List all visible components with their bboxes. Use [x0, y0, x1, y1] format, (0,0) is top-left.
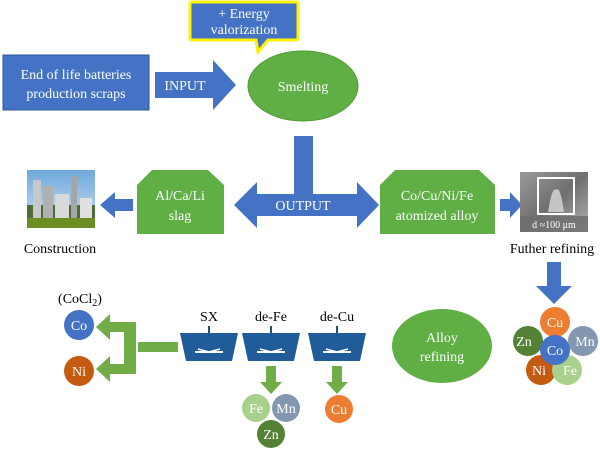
alloy-box: Co/Cu/Ni/Fe atomized alloy	[380, 170, 495, 234]
cluster-ni-label: Ni	[532, 364, 546, 379]
defe-fe-circle	[242, 394, 270, 422]
alloy-refining-line1: Alloy	[426, 331, 458, 346]
cluster-co-circle	[540, 335, 570, 365]
tank-sx-label: SX	[200, 310, 218, 325]
slag-line2: slag	[169, 209, 192, 224]
cocl2-subscript: 2	[92, 298, 97, 309]
arrow-to-construction	[100, 192, 133, 218]
tank-defe-label: de-Fe	[255, 310, 287, 325]
input-arrow: INPUT	[155, 60, 236, 110]
cocl2-text: (CoCl	[58, 292, 92, 307]
arrow-to-sem	[500, 192, 522, 218]
further-refining-label: Futher refining	[510, 242, 594, 257]
construction-label: Construction	[24, 242, 96, 257]
output-arrow: OUTPUT	[234, 136, 379, 228]
alloy-refining-line2: refining	[420, 350, 464, 365]
cluster-co-label: Co	[547, 344, 563, 359]
sx-ni-circle	[64, 356, 94, 386]
cluster-mn-label: Mn	[575, 335, 594, 350]
defe-down-arrow	[260, 366, 282, 394]
tank-sx	[180, 326, 238, 361]
callout-line1: + Energy	[218, 7, 270, 22]
arrow-to-cluster	[536, 262, 572, 304]
cluster-cu-circle	[540, 307, 570, 337]
tank-defe	[242, 326, 300, 361]
defe-mn-label: Mn	[276, 402, 295, 417]
smelting-label: Smelting	[278, 80, 329, 95]
defe-mn-circle	[272, 394, 300, 422]
decu-cu-label: Cu	[331, 403, 347, 418]
decu-cu-circle	[325, 395, 353, 423]
alloy-refining-node: Alloy refining	[392, 309, 492, 383]
energy-callout: + Energy valorization	[188, 0, 300, 56]
cocl2-close: )	[97, 292, 102, 307]
cluster-zn-label: Zn	[516, 335, 532, 350]
alloy-line2: atomized alloy	[396, 209, 479, 224]
input-box-line1: End of life batteries	[21, 68, 132, 83]
cluster-mn-circle	[568, 326, 598, 356]
smelting-node: Smelting	[247, 50, 359, 122]
cluster-fe-label: Fe	[563, 364, 577, 379]
defe-zn-label: Zn	[263, 428, 279, 443]
input-box: End of life batteries production scraps	[2, 54, 150, 111]
cluster-cu-label: Cu	[547, 316, 563, 331]
sx-bracket-arrows	[96, 314, 178, 382]
sem-scale-label: d ≈100 μm	[532, 220, 576, 231]
defe-zn-circle	[257, 420, 285, 448]
tank-decu-label: de-Cu	[320, 310, 354, 325]
output-arrow-label: OUTPUT	[275, 199, 331, 214]
decu-down-arrow	[326, 366, 348, 394]
sx-co-label: Co	[71, 319, 87, 334]
tank-decu	[308, 326, 366, 361]
sem-micrograph-icon: d ≈100 μm	[520, 172, 588, 232]
cocl2-label: (CoCl2)	[58, 292, 102, 309]
sx-co-circle	[64, 310, 94, 340]
factory-photo-icon	[27, 170, 95, 228]
element-cluster: Cu Zn Mn Ni Fe Co	[513, 307, 598, 385]
alloy-line1: Co/Cu/Ni/Fe	[401, 189, 473, 204]
input-arrow-label: INPUT	[164, 79, 206, 94]
cluster-zn-circle	[513, 326, 543, 356]
input-box-line2: production scraps	[26, 87, 125, 102]
slag-box: Al/Ca/Li slag	[137, 170, 224, 234]
sx-ni-label: Ni	[72, 365, 86, 380]
defe-fe-label: Fe	[249, 402, 263, 417]
slag-line1: Al/Ca/Li	[155, 189, 205, 204]
callout-line2: valorization	[211, 23, 278, 38]
